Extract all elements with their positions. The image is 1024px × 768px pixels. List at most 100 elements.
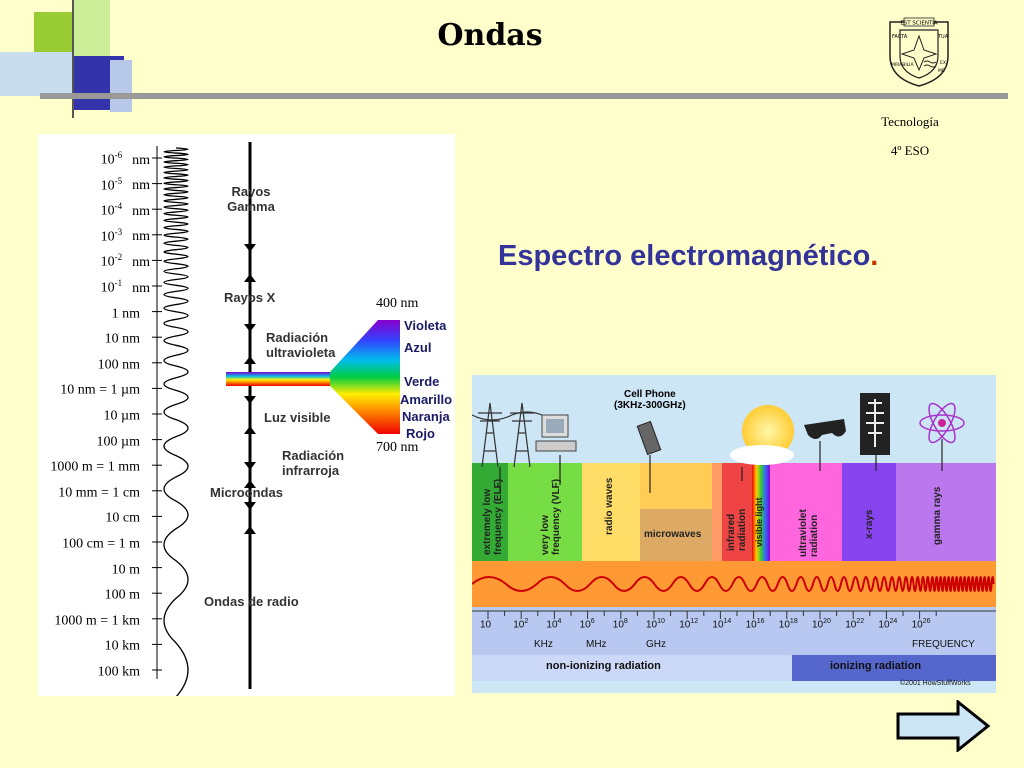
frequency-base: 10 [612, 619, 624, 631]
wavelength-base: 10 [100, 178, 115, 194]
wavelength-label: 10 nm = 1 µm [60, 380, 150, 399]
band-micro: Microondas [210, 485, 283, 500]
frequency-exponent: 4 [557, 618, 562, 625]
frequency-exponent: 12 [690, 618, 699, 625]
frequency-exponent: 6 [590, 618, 595, 625]
frequency-exponent: 24 [889, 618, 898, 625]
wavelength-label: 10 cm [105, 508, 150, 527]
title-divider [40, 93, 1008, 99]
wavelength-label: 10 mm = 1 cm [58, 483, 150, 502]
frequency-exponent: 18 [789, 618, 798, 625]
wavelength-unit: nm [132, 229, 150, 245]
frequency-base: 10 [480, 619, 492, 631]
color-amarillo: Amarillo [400, 392, 453, 407]
wavelength-base: 100 nm [97, 357, 140, 373]
seal-lower-left: MIRABILIA [891, 62, 914, 68]
spectrum-illustration [472, 393, 996, 681]
heading-dot: . [870, 240, 879, 272]
wavelength-label: 10 km [105, 636, 150, 655]
color-naranja: Naranja [402, 409, 450, 424]
direction-arrow [244, 462, 256, 470]
cell-phone-range: (3KHz-300GHz) [614, 400, 686, 411]
wavelength-label: 1000 m = 1 km [54, 611, 150, 630]
heading-text: Espectro electromagnético [498, 240, 871, 272]
direction-arrow [244, 396, 256, 404]
frequency-tick-label: 1014 [712, 618, 731, 630]
frequency-exponent: 8 [623, 618, 628, 625]
band-visible-light: visible light [754, 497, 764, 547]
band-xray: Rayos X [224, 290, 276, 305]
frequency-exponent: 16 [756, 618, 765, 625]
wavelength-base: 10 [100, 152, 115, 168]
wavelength-base: 1000 m = 1 km [54, 613, 140, 629]
frequency-base: 10 [911, 619, 923, 631]
band-xrays: x-rays [864, 509, 875, 539]
wavelength-exponent: -5 [114, 175, 123, 186]
frequency-tick-label: 1016 [746, 618, 765, 630]
ionizing-label: ionizing radiation [830, 660, 922, 672]
wavelength-base: 1000 m = 1 mm [50, 459, 140, 475]
frequency-base: 10 [712, 619, 724, 631]
band-radio: Ondas de radio [204, 594, 299, 609]
wavelength-base: 100 µm [96, 434, 140, 450]
deco-square-lightblue [0, 52, 74, 96]
direction-arrow [244, 324, 256, 332]
frequency-base: 10 [745, 619, 757, 631]
frequency-exponent: 2 [524, 618, 529, 625]
right-arrow-icon[interactable] [896, 700, 992, 752]
wavelength-base: 10 nm = 1 µm [60, 383, 140, 399]
band-visible: Luz visible [264, 410, 331, 425]
band-ultraviolet: ultraviolet radiation [798, 509, 820, 557]
frequency-base: 10 [546, 619, 558, 631]
wavelength-unit: nm [132, 152, 150, 168]
wavelength-base: 100 m [104, 587, 140, 603]
wavelength-base: 10 [100, 255, 115, 271]
frequency-spectrum-figure: Cell Phone (3KHz-300GHz) extremely low f… [472, 375, 996, 693]
frequency-exponent: 10 [657, 618, 665, 625]
frequency-base: 10 [878, 619, 890, 631]
wavelength-label: 1 nm [112, 304, 150, 323]
frequency-exponent: 26 [922, 618, 931, 625]
wavelength-unit: nm [132, 203, 150, 219]
wavelength-base: 10 mm = 1 cm [58, 485, 140, 501]
direction-arrow [244, 426, 256, 434]
seal-left: FACTA [892, 34, 908, 40]
wavelength-base: 10 [100, 280, 115, 296]
wavelength-base: 10 [100, 203, 115, 219]
wavelength-label: 10 µm [104, 406, 150, 425]
frequency-tick-label: 1022 [845, 618, 864, 630]
seal-top: EST SCIENTIA [900, 21, 938, 27]
band-elf: extremely low frequency (ELF) [482, 478, 504, 555]
wavelength-label: 100 m [105, 585, 150, 604]
frequency-base: 10 [812, 619, 824, 631]
wavelength-base: 10 [100, 229, 115, 245]
direction-arrow [244, 356, 256, 364]
deco-square-lightgreen [74, 0, 110, 56]
wavelength-unit: nm [132, 255, 150, 271]
direction-arrow [244, 502, 256, 510]
unit-mhz: MHz [586, 639, 607, 650]
band-radio-waves: radio waves [604, 477, 615, 535]
wavelength-label: 100 km [98, 662, 150, 681]
frequency-exponent: 22 [856, 618, 865, 625]
deco-square-paleblue [110, 60, 132, 112]
wavelength-label: 10 nm [105, 329, 150, 348]
wavelength-exponent: -2 [114, 252, 123, 263]
section-heading: Espectro electromagnético. [498, 240, 878, 273]
frequency-tick-label: 1026 [912, 618, 931, 630]
frequency-tick-label: 1024 [878, 618, 897, 630]
wavelength-unit: nm [132, 280, 150, 296]
frequency-tick-label: 102 [513, 618, 528, 630]
color-rojo: Rojo [406, 426, 435, 441]
seal-lower-right: EX [940, 60, 946, 66]
frequency-tick-label: 106 [580, 618, 595, 630]
band-microwaves: microwaves [644, 529, 702, 540]
frequency-tick-label: 1018 [779, 618, 798, 630]
direction-arrow [244, 480, 256, 488]
